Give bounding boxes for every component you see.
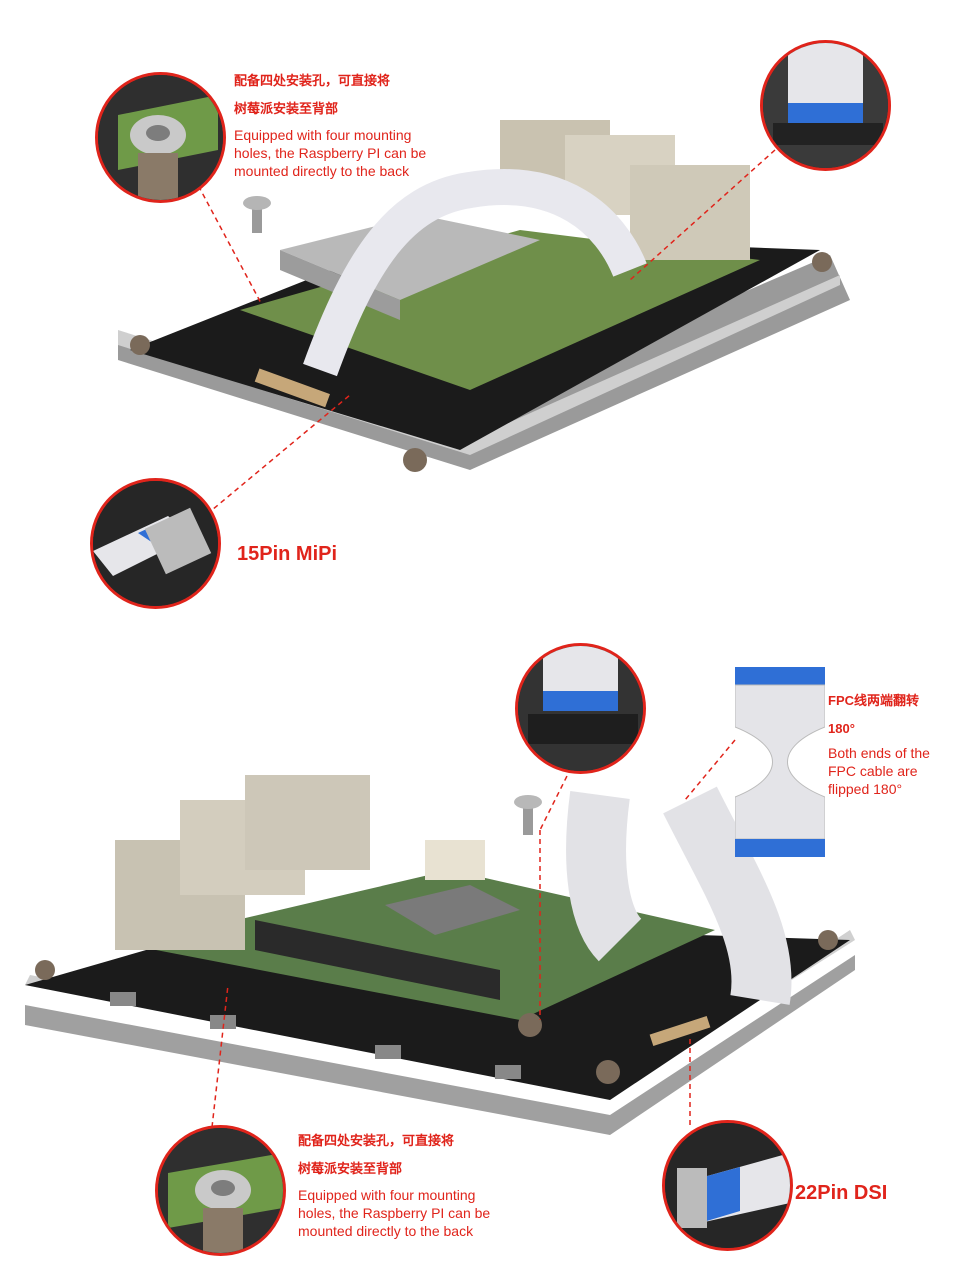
mount-note-cn-line2: 树莓派安装至背部 — [298, 1161, 403, 1176]
screen-frame — [25, 955, 855, 1135]
raspberry-pi-board — [130, 870, 715, 1020]
standoff — [403, 448, 427, 472]
product-photo-top: 配备四处安装孔，可直接将 树莓派安装至背部 Equipped with four… — [0, 0, 960, 620]
standoff — [812, 252, 832, 272]
tactile-button — [110, 992, 136, 1006]
callout-dsi-connector — [662, 1120, 793, 1251]
connector-label-dsi: 22Pin DSI — [795, 1182, 888, 1204]
callout-mipi-connector — [90, 478, 221, 609]
mount-note-cn-line1: 配备四处安装孔，可直接将 — [234, 73, 391, 88]
standoff — [35, 960, 55, 980]
tactile-button — [375, 1045, 401, 1059]
callout-mounting-hole — [155, 1125, 286, 1256]
display-board-assembly-top — [118, 120, 850, 521]
mount-note-en-line3: mounted directly to the back — [234, 163, 410, 179]
fpc-ribbon-cable — [303, 169, 647, 377]
screen-glass-edge — [118, 255, 850, 470]
standoff — [596, 1060, 620, 1084]
mounting-screw — [523, 805, 533, 835]
fpc-note-degree: 180° — [828, 721, 855, 736]
mount-note-en-line3: mounted directly to the back — [298, 1223, 474, 1239]
callout-mounting-hole — [95, 72, 226, 203]
leader-line — [199, 394, 351, 521]
mount-note-en-line1: Equipped with four mounting — [234, 127, 412, 143]
connector-label-mipi: 15Pin MiPi — [237, 543, 338, 565]
product-photo-bottom: FPC线两端翻转 180° Both ends of the FPC cable… — [0, 640, 960, 1280]
standoff — [518, 1013, 542, 1037]
gpio-header — [255, 920, 500, 1000]
mipi-connector — [254, 368, 330, 408]
ethernet-port — [630, 165, 750, 260]
standoff — [818, 930, 838, 950]
tactile-button — [495, 1065, 521, 1079]
display-board-assembly-bottom — [25, 739, 855, 1146]
usb-port — [245, 775, 370, 870]
mount-note-cn-line1: 配备四处安装孔，可直接将 — [298, 1133, 455, 1148]
jst-connector — [425, 840, 485, 880]
mount-note-en-line2: holes, the Raspberry PI can be — [298, 1205, 491, 1221]
fpc-ribbon-cable — [566, 786, 792, 1005]
mounting-screw — [252, 205, 262, 233]
leader-line — [189, 169, 263, 306]
display-driver-board — [25, 920, 850, 1100]
leader-line — [629, 149, 776, 281]
soc-chip — [385, 885, 520, 935]
heatsink — [280, 215, 540, 300]
fpc-flipped-cable-illustration — [735, 667, 825, 857]
standoff — [130, 335, 150, 355]
callout-fpc-connector-top — [760, 40, 891, 171]
mount-note-en-line1: Equipped with four mounting — [298, 1187, 476, 1203]
callout-fpc-connector — [515, 643, 646, 774]
leader-line — [684, 739, 736, 801]
fpc-note-cn: FPC线两端翻转 — [828, 693, 920, 708]
dsi-connector — [649, 1016, 711, 1046]
fpc-note-en-line3: flipped 180° — [828, 781, 903, 797]
tactile-button — [210, 1015, 236, 1029]
mount-note-en-line2: holes, the Raspberry PI can be — [234, 145, 427, 161]
mount-note-cn-line2: 树莓派安装至背部 — [234, 101, 339, 116]
fpc-note-en-line2: FPC cable are — [828, 763, 918, 779]
fpc-note-en-line1: Both ends of the — [828, 745, 930, 761]
